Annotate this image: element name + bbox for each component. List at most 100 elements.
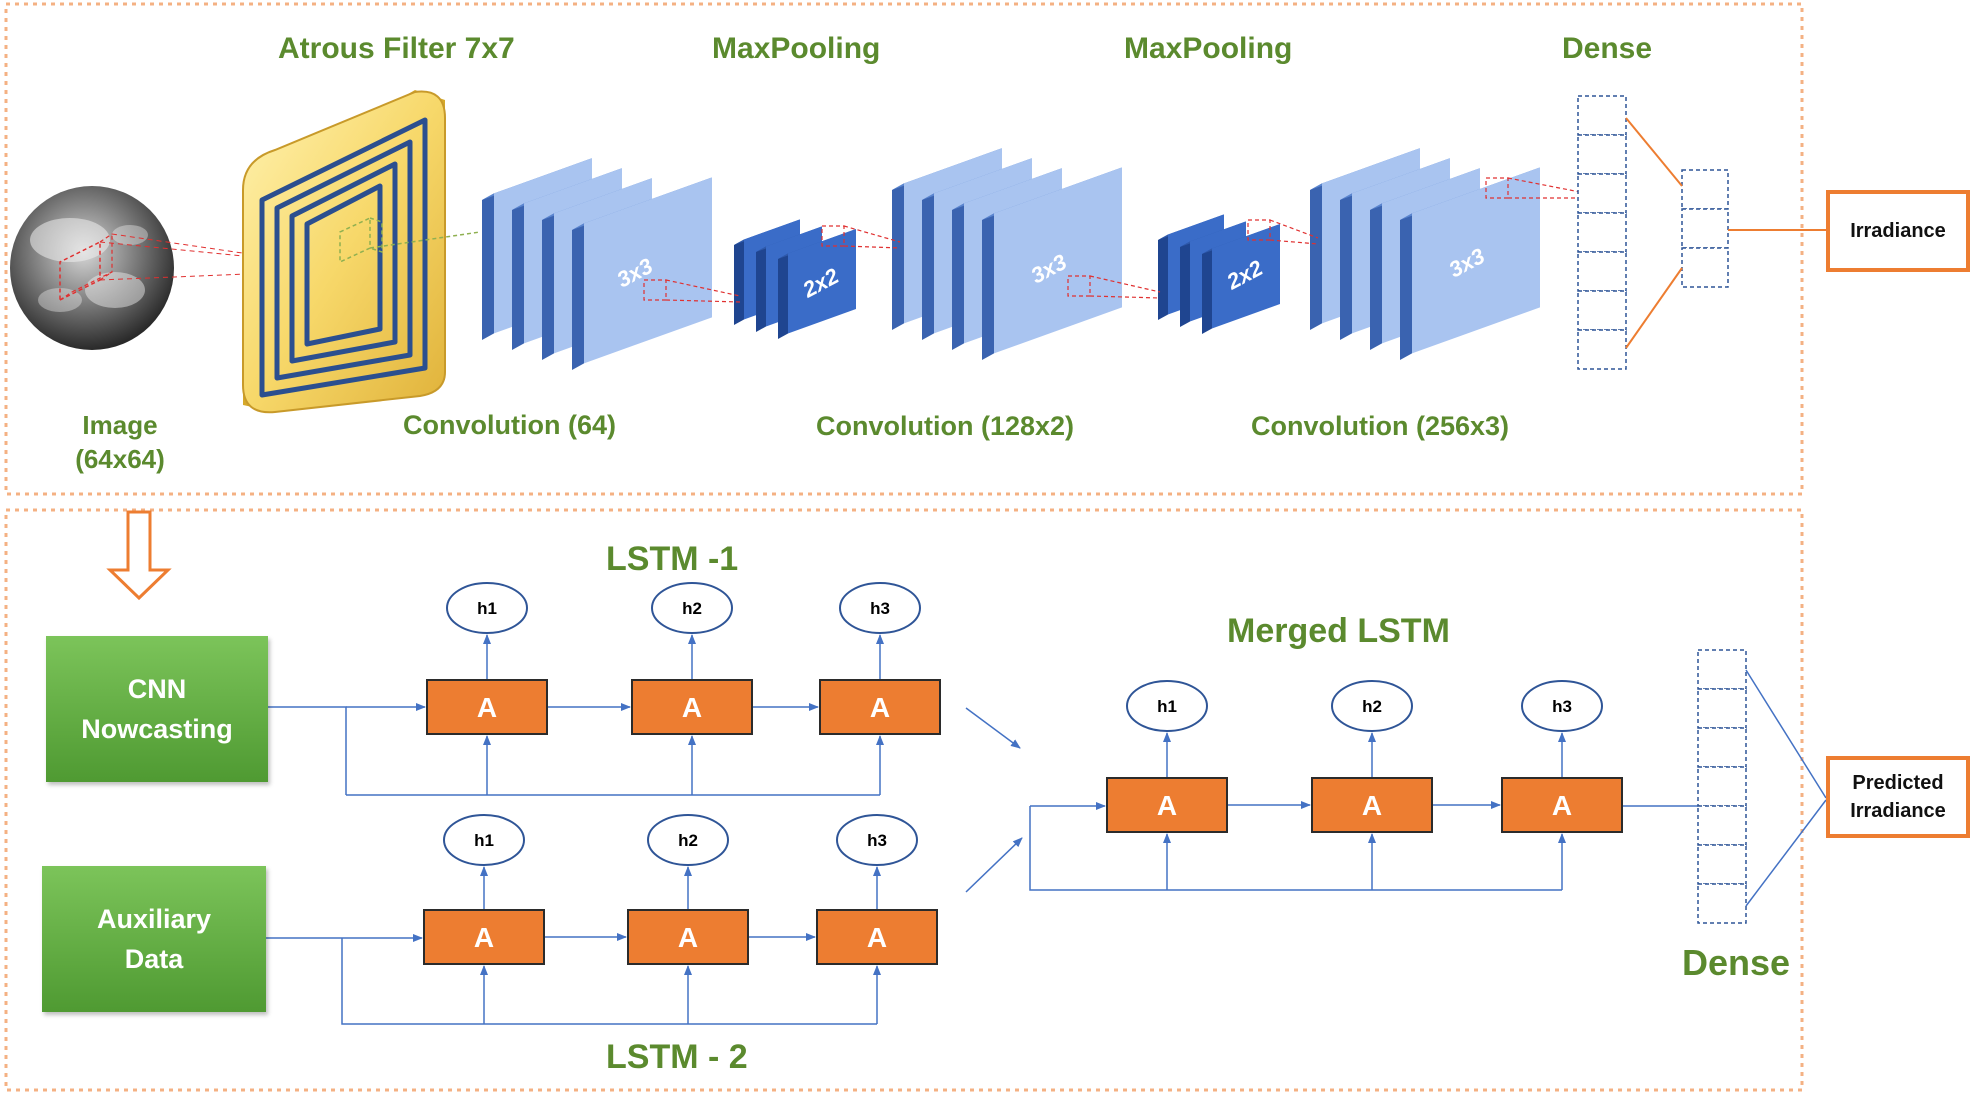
dense-unit: [1697, 688, 1747, 729]
lstm1-hidden-label-3: h3: [870, 599, 890, 618]
atrous-filter: [242, 90, 481, 414]
dense-unit: [1577, 212, 1627, 253]
kernel-projections: [643, 177, 1581, 303]
lstm-connections: [266, 634, 1698, 1025]
merged-hidden-3: [1521, 680, 1603, 732]
lstm2-cell-label-1: A: [474, 922, 494, 953]
lstm1-cell-label-2: A: [682, 692, 702, 723]
lstm2-cell-1: [423, 909, 545, 965]
conv3-layer: [1400, 167, 1540, 360]
lstm1-hidden-label-2: h2: [682, 599, 702, 618]
merged-cell-1: [1106, 777, 1228, 833]
lstm2-hidden-label-2: h2: [678, 831, 698, 850]
lstm2-cell-3: [816, 909, 938, 965]
merged-lstm-title: Merged LSTM: [1227, 612, 1450, 650]
conv1-layer: [572, 177, 712, 370]
merged-bus: [1029, 806, 1562, 891]
dense-unit: [1577, 95, 1627, 136]
lstm2-hidden-3: [836, 814, 918, 866]
lstm1-hidden-2: [651, 582, 733, 634]
conv2-layer: [982, 167, 1122, 360]
merged-hidden-label-2: h2: [1362, 697, 1382, 716]
dense-layer-lstm: [1697, 649, 1827, 924]
dense-unit: [1577, 290, 1627, 331]
conv1-label: Convolution (64): [403, 410, 616, 440]
dense-unit: [1681, 247, 1729, 288]
dense-column-lstm: [1697, 649, 1747, 924]
dense-unit: [1577, 173, 1627, 214]
lstm2-hidden-label-1: h1: [474, 831, 494, 850]
lstm1-hidden-3: [839, 582, 921, 634]
maxpool2-title: MaxPooling: [1124, 32, 1293, 65]
lstm-dense-label: Dense: [1682, 942, 1791, 983]
auxiliary-data-line1: Auxiliary: [96, 904, 212, 934]
lstm1-input-line: [268, 706, 347, 795]
dense-connector: [1625, 267, 1683, 349]
image-label-line1: Image: [82, 410, 158, 440]
lstm1-cell-label-1: A: [477, 692, 497, 723]
lstm1-cell-3: [819, 679, 941, 735]
dense-unit: [1697, 649, 1747, 690]
cnn-nowcasting-input: CNN Nowcasting: [46, 636, 268, 782]
maxpool1-title: MaxPooling: [712, 32, 881, 65]
merged-hidden-1: [1126, 680, 1208, 732]
atrous-filter-title: Atrous Filter 7x7: [278, 32, 515, 65]
merged-hidden-label-3: h3: [1552, 697, 1572, 716]
conv3-label: Convolution (256x3): [1251, 411, 1510, 441]
dense-unit: [1577, 251, 1627, 292]
pool2-layer: [1202, 224, 1280, 334]
image-label-line2: (64x64): [75, 444, 165, 474]
dense-column-2: [1681, 169, 1729, 288]
cnn-nowcasting-line1: CNN: [127, 674, 187, 704]
merged-cell-label-3: A: [1552, 790, 1572, 821]
lstm2-hidden-1: [443, 814, 525, 866]
merged-hidden-2: [1331, 680, 1413, 732]
lstm2-cell-label-3: A: [867, 922, 887, 953]
cnn-nowcasting-line2: Nowcasting: [81, 714, 233, 744]
dense-unit: [1697, 766, 1747, 807]
lstm1-hidden-label-1: h1: [477, 599, 497, 618]
dense-unit: [1697, 883, 1747, 924]
lstm2-hidden-2: [647, 814, 729, 866]
lstm1-cell-label-3: A: [870, 692, 890, 723]
dense-unit: [1697, 844, 1747, 885]
dense-connector: [1745, 799, 1827, 907]
merged-cell-2: [1311, 777, 1433, 833]
down-arrow-icon: [106, 510, 172, 601]
image-label: Image (64x64): [58, 408, 182, 476]
merged-cell-label-1: A: [1157, 790, 1177, 821]
lstm1-cell-1: [426, 679, 548, 735]
dense-connector: [1625, 117, 1683, 187]
merged-cell-3: [1501, 777, 1623, 833]
dense-unit: [1577, 134, 1627, 175]
lstm2-title: LSTM - 2: [606, 1038, 748, 1076]
predicted-irradiance-line1: Predicted: [1852, 772, 1944, 794]
lstm1-hidden-1: [446, 582, 528, 634]
lstm2-cell-2: [627, 909, 749, 965]
merge-arrow-1: [965, 707, 1021, 749]
dense-layer-cnn: [1577, 95, 1826, 370]
dense-unit: [1681, 169, 1729, 210]
lstm1-cell-2: [631, 679, 753, 735]
merged-hidden-label-1: h1: [1157, 697, 1177, 716]
lstm1-title: LSTM -1: [606, 540, 739, 578]
auxiliary-data-line2: Data: [124, 944, 184, 974]
pool1-layer: [778, 229, 856, 339]
merged-cell-label-2: A: [1362, 790, 1382, 821]
dense-unit: [1577, 329, 1627, 370]
conv2-label: Convolution (128x2): [816, 411, 1075, 441]
input-image: [10, 186, 174, 350]
dense-column-1: [1577, 95, 1627, 370]
dense-unit: [1697, 805, 1747, 846]
lstm2-bus: [341, 938, 877, 1025]
cnn-output-irradiance: Irradiance: [1826, 190, 1970, 272]
dense-unit: [1681, 208, 1729, 249]
dense-title: Dense: [1562, 32, 1653, 65]
lstm2-cell-label-2: A: [678, 922, 698, 953]
dense-connector: [1745, 669, 1827, 799]
